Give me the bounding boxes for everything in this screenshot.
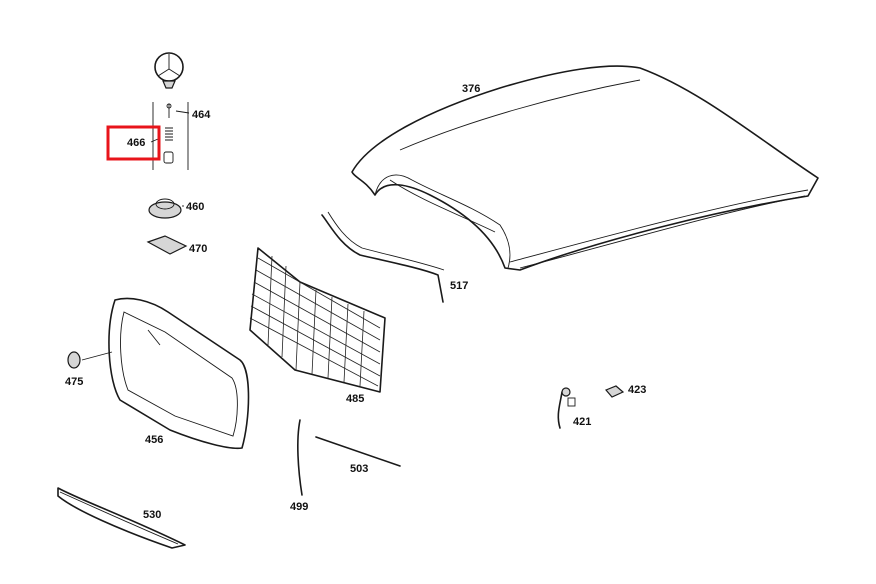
label-530[interactable]: 530: [143, 509, 161, 521]
lower-trim-part[interactable]: [57, 487, 186, 549]
label-423[interactable]: 423: [628, 384, 646, 396]
strip-part[interactable]: [297, 419, 303, 496]
grille-insert-part[interactable]: [249, 247, 386, 393]
label-421[interactable]: 421: [573, 416, 591, 428]
highlight-box: [106, 125, 161, 161]
plate-part[interactable]: [146, 235, 188, 255]
hood-part[interactable]: [351, 65, 819, 271]
label-517[interactable]: 517: [450, 280, 468, 292]
nut-part[interactable]: [67, 351, 113, 369]
clip-part[interactable]: [604, 385, 625, 398]
label-485[interactable]: 485: [346, 393, 364, 405]
label-503[interactable]: 503: [350, 463, 368, 475]
label-460[interactable]: 460: [186, 201, 204, 213]
seal-strip-part[interactable]: [321, 211, 445, 303]
release-part[interactable]: [557, 387, 576, 429]
grille-frame-part[interactable]: [108, 297, 250, 450]
label-456[interactable]: 456: [145, 434, 163, 446]
label-466[interactable]: 466: [127, 137, 145, 149]
cap-part[interactable]: [148, 198, 184, 219]
label-475[interactable]: 475: [65, 376, 83, 388]
label-464[interactable]: 464: [192, 109, 211, 121]
star-emblem-part[interactable]: [154, 52, 184, 89]
label-470[interactable]: 470: [189, 243, 207, 255]
label-376[interactable]: 376: [462, 83, 480, 95]
rod-part[interactable]: [315, 436, 401, 467]
label-499[interactable]: 499: [290, 501, 308, 513]
